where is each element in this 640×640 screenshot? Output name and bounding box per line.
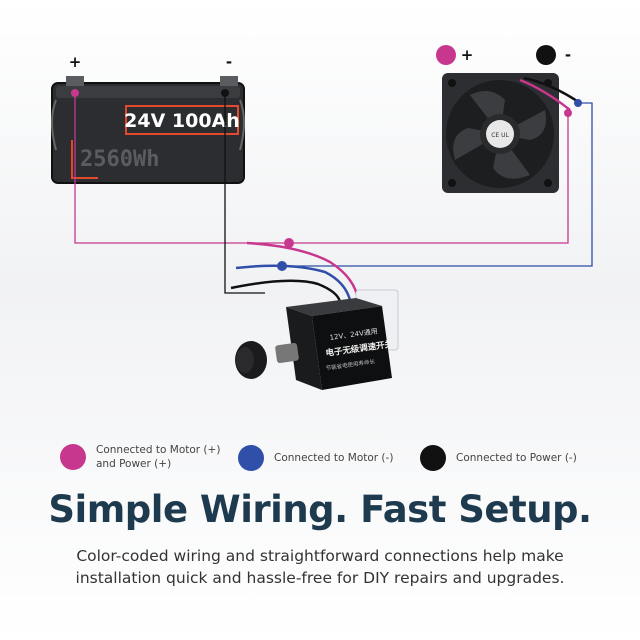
pink-dot-icon (60, 444, 86, 470)
headline: Simple Wiring. Fast Setup. (48, 488, 592, 531)
fan-plus-dot (436, 45, 456, 65)
subtext-line2: installation quick and hassle-free for D… (75, 569, 565, 587)
pink-junction (284, 238, 294, 248)
speed-controller: 12V、24V通用 电子无级调速开关 节能省电使用寿命长 (235, 289, 399, 390)
legend-item-blue: Connected to Motor (-) (238, 445, 404, 471)
subtext-line1: Color-coded wiring and straightforward c… (76, 547, 564, 565)
battery-minus-terminal (221, 89, 229, 97)
battery-minus-label: - (226, 53, 232, 71)
subtext: Color-coded wiring and straightforward c… (20, 545, 620, 589)
legend-pink-line1: Connected to Motor (+) (96, 444, 221, 456)
black-dot-icon (420, 445, 446, 471)
legend-label-pink: Connected to Motor (+) and Power (+) (96, 443, 226, 471)
controller-wires (230, 241, 360, 303)
legend-label-blue: Connected to Motor (-) (274, 452, 394, 464)
fan-minus-label: - (565, 46, 571, 64)
fan-sticker: CE UL (491, 132, 509, 139)
fan-plus-terminal (564, 109, 572, 117)
fan-plus-label: + (461, 46, 474, 64)
wiring-lines (74, 93, 593, 294)
fan: CE UL (442, 73, 581, 193)
wiring-diagram: 24V 100Ah 2560Wh + - CE UL + - (51, 45, 593, 390)
battery: 24V 100Ah 2560Wh (51, 76, 245, 184)
fan-minus-terminal (574, 99, 582, 107)
fan-minus-dot (536, 45, 556, 65)
battery-plus-terminal (71, 89, 79, 97)
battery-plus-label: + (69, 53, 82, 71)
battery-rating: 24V 100Ah (124, 110, 240, 132)
legend-pink-line2: and Power (+) (96, 458, 172, 470)
legend-item-pink: Connected to Motor (+) and Power (+) (60, 443, 226, 471)
legend-item-black: Connected to Power (-) (420, 445, 586, 471)
legend-label-black: Connected to Power (-) (456, 452, 577, 464)
wire-legend: Connected to Motor (+) and Power (+) Con… (0, 443, 640, 483)
blue-dot-icon (238, 445, 264, 471)
battery-capacity: 2560Wh (80, 147, 159, 172)
